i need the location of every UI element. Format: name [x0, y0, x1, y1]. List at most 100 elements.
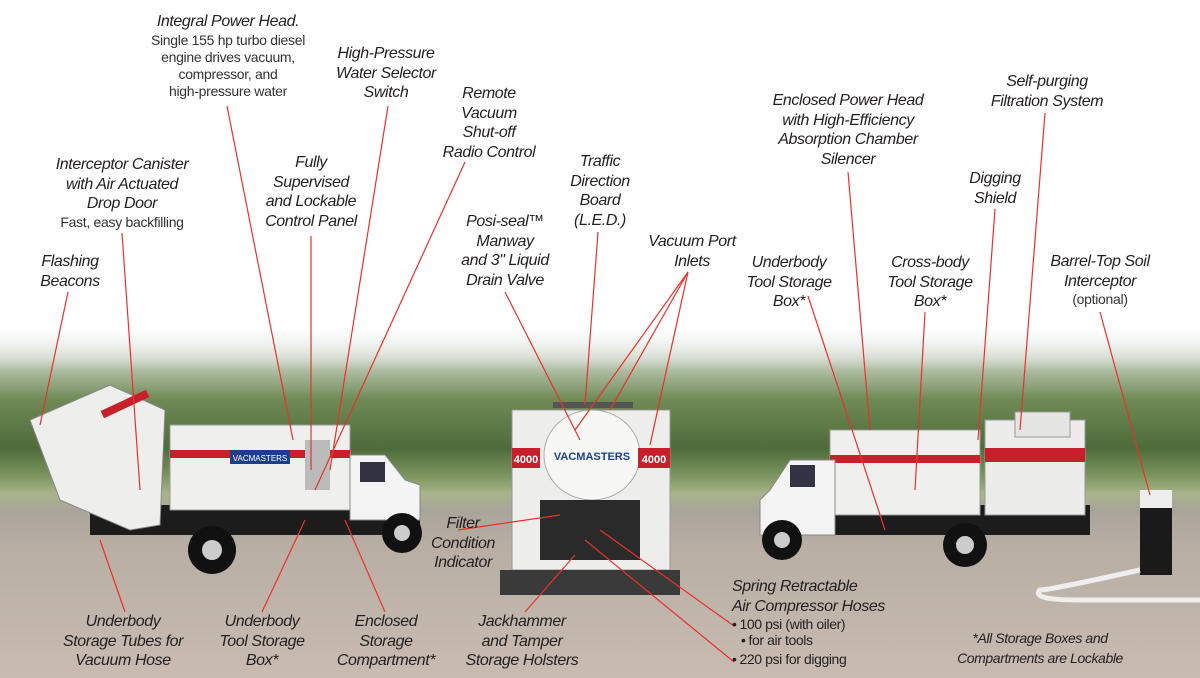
- label-line: with Air Actuated: [65, 175, 179, 193]
- label-line: Traffic: [579, 153, 621, 170]
- label-line: High-Pressure: [337, 45, 435, 62]
- label-line: Posi-seal™: [466, 213, 544, 230]
- center-truck: VACMASTERS 4000 4000: [500, 402, 680, 595]
- label-enclosed-storage: Enclosed Storage Compartment*: [336, 612, 436, 671]
- center-model-right: 4000: [642, 454, 666, 466]
- label-line: Shield: [973, 189, 1017, 207]
- label-remote-vacuum: Remote Vacuum Shut-off Radio Control: [443, 84, 536, 162]
- label-barrel-top: Barrel-Top Soil Interceptor (optional): [1050, 252, 1150, 308]
- label-air-hoses: Spring Retractable Air Compressor Hoses …: [732, 577, 885, 667]
- hose-bullet-100psi-cont: for air tools: [732, 632, 885, 648]
- label-desc: Fast, easy backfilling: [60, 213, 184, 230]
- label-line: Storage Tubes for: [62, 632, 184, 650]
- footnote-line: Compartments are Lockable: [957, 650, 1123, 666]
- label-line: Flashing: [41, 253, 99, 270]
- label-line: Underbody: [751, 254, 827, 271]
- label-control-panel: Fully Supervised and Lockable Control Pa…: [265, 153, 357, 231]
- label-line: Drain Valve: [466, 271, 544, 289]
- label-line: Filtration System: [990, 92, 1104, 110]
- label-desc: high-pressure water: [168, 82, 288, 99]
- label-line: Box*: [772, 293, 806, 310]
- label-line: Compartment*: [336, 652, 436, 669]
- label-flashing-beacons: Flashing Beacons: [40, 252, 100, 291]
- label-line: Shut-off: [462, 124, 516, 141]
- label-line: Interceptor: [1063, 272, 1137, 290]
- hose-bullet-220psi: 220 psi for digging: [732, 651, 885, 667]
- label-desc: compressor, and: [178, 65, 278, 82]
- label-water-selector: High-Pressure Water Selector Switch: [336, 44, 436, 103]
- label-storage-tubes: Underbody Storage Tubes for Vacuum Hose: [63, 612, 183, 671]
- center-truck-brand: VACMASTERS: [554, 451, 630, 463]
- label-line: Spring Retractable: [732, 578, 858, 595]
- right-truck: [759, 411, 1200, 603]
- label-line: Tool Storage: [746, 273, 832, 291]
- label-posi-seal: Posi-seal™ Manway and 3" Liquid Drain Va…: [461, 212, 549, 290]
- label-enclosed-power-head: Enclosed Power Head with High-Efficiency…: [773, 91, 924, 169]
- label-line: Tool Storage: [887, 273, 973, 291]
- label-line: Underbody: [224, 613, 300, 630]
- label-crossbody-box: Cross-body Tool Storage Box*: [887, 253, 973, 312]
- label-line: and Lockable: [265, 193, 357, 210]
- center-model-left: 4000: [514, 454, 538, 466]
- label-underbody-box-right: Underbody Tool Storage Box*: [746, 253, 832, 312]
- hose-bullet-100psi: 100 psi (with oiler): [732, 616, 885, 632]
- label-desc: (optional): [1072, 291, 1128, 307]
- left-truck-brand: VACMASTERS: [233, 454, 288, 463]
- label-integral-power-head: Integral Power Head. Single 155 hp turbo…: [151, 12, 305, 100]
- label-line: Switch: [363, 84, 409, 101]
- label-line: Condition: [430, 534, 496, 552]
- label-line: Indicator: [434, 554, 492, 571]
- label-line: Digging: [969, 170, 1021, 187]
- label-line: Box*: [913, 293, 947, 310]
- label-line: Cross-body: [891, 254, 969, 271]
- label-line: Manway: [476, 232, 534, 250]
- footnote: *All Storage Boxes and Compartments are …: [957, 628, 1123, 668]
- label-line: Beacons: [40, 272, 100, 290]
- label-line: Vacuum: [461, 104, 517, 122]
- label-line: Direction: [570, 172, 630, 190]
- label-digging-shield: Digging Shield: [969, 169, 1021, 208]
- label-line: Filter: [446, 515, 480, 532]
- label-line: Box*: [245, 652, 279, 669]
- label-line: Enclosed Power Head: [772, 92, 924, 109]
- label-line: Barrel-Top Soil: [1050, 253, 1150, 270]
- label-line: and 3" Liquid: [461, 252, 549, 269]
- label-line: Drop Door: [86, 195, 158, 212]
- label-desc: engine drives vacuum,: [161, 48, 295, 65]
- label-line: Storage Holsters: [465, 652, 579, 669]
- label-interceptor-canister: Interceptor Canister with Air Actuated D…: [56, 155, 189, 231]
- leader-lines: [39, 105, 1151, 663]
- label-line: Remote: [462, 85, 516, 102]
- label-desc: Single 155 hp turbo diesel: [150, 31, 306, 48]
- label-line: Air Compressor Hoses: [732, 597, 885, 615]
- label-line: Board: [579, 192, 621, 209]
- label-line: Vacuum Hose: [75, 652, 171, 669]
- label-line: Silencer: [820, 150, 876, 168]
- label-jackhammer: Jackhammer and Tamper Storage Holsters: [466, 612, 579, 671]
- label-line: Absorption Chamber: [778, 131, 918, 148]
- label-line: Control Panel: [265, 212, 357, 230]
- label-underbody-box-left: Underbody Tool Storage Box*: [219, 612, 305, 671]
- label-line: Vacuum Port: [648, 233, 736, 250]
- photo-fade: [0, 330, 1200, 370]
- label-line: Inlets: [674, 252, 710, 270]
- label-line: Water Selector: [336, 64, 436, 82]
- label-line: Underbody: [85, 613, 161, 630]
- label-line: with High-Efficiency: [782, 111, 914, 129]
- label-line: Radio Control: [442, 143, 536, 161]
- left-truck: VACMASTERS: [29, 384, 422, 574]
- label-filtration: Self-purging Filtration System: [990, 72, 1104, 111]
- label-line: (L.E.D.): [574, 211, 626, 229]
- label-vacuum-port: Vacuum Port Inlets: [648, 232, 736, 271]
- label-line: Storage: [359, 632, 413, 650]
- label-line: Jackhammer: [478, 613, 566, 630]
- label-line: and Tamper: [481, 632, 563, 650]
- label-line: Fully: [295, 154, 327, 171]
- label-traffic-board: Traffic Direction Board (L.E.D.): [570, 152, 630, 230]
- label-filter-indicator: Filter Condition Indicator: [431, 514, 495, 573]
- label-line: Interceptor Canister: [55, 156, 189, 173]
- footnote-line: *All Storage Boxes and: [972, 630, 1108, 646]
- label-line: Supervised: [272, 173, 350, 191]
- label-line: Tool Storage: [219, 632, 305, 650]
